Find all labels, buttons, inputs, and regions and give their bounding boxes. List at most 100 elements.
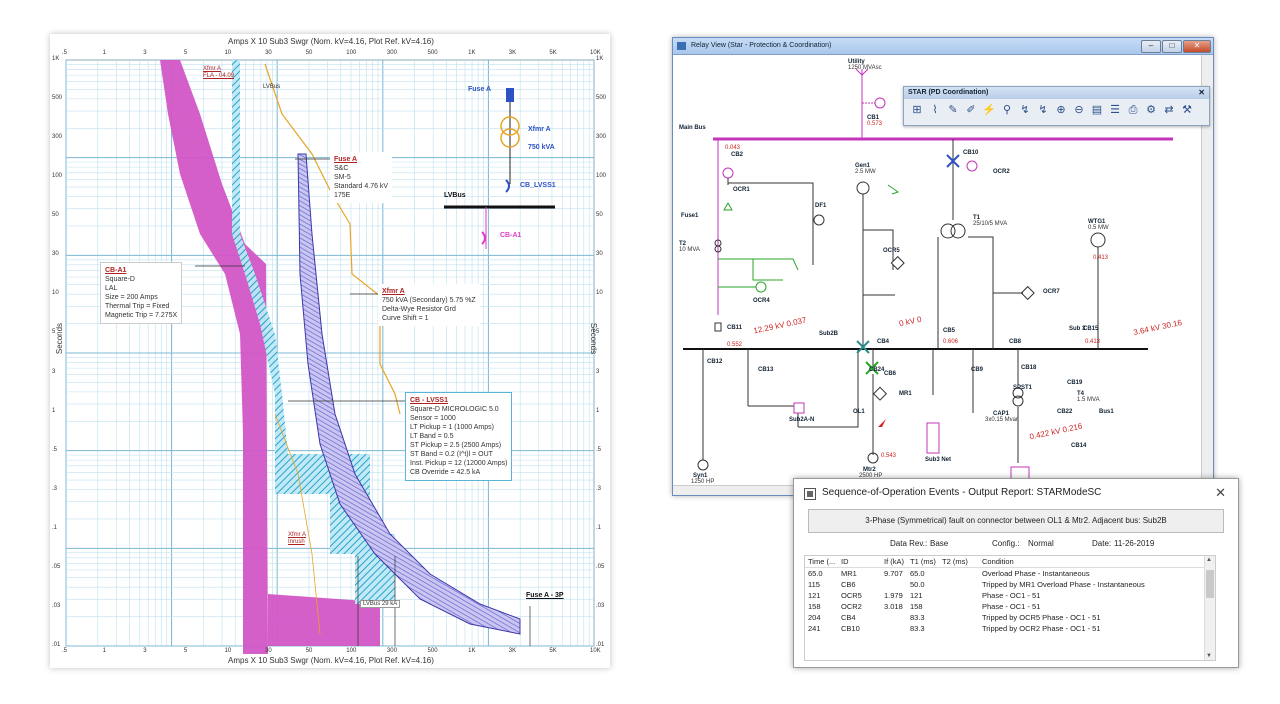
y-tick-label: .1 [52, 524, 58, 531]
ocr7-label: OCR7 [1043, 289, 1060, 295]
vertical-scrollbar[interactable] [1201, 55, 1213, 485]
x-tick-label: 3K [508, 50, 517, 56]
table-cell [942, 623, 982, 634]
cb11-time: 0.552 [727, 342, 743, 348]
table-cell: 65.0 [808, 569, 823, 578]
col-t2[interactable]: T2 (ms) [942, 557, 968, 566]
zoom-out-icon[interactable]: ⊖ [1074, 104, 1084, 116]
y-tick-label: 100 [596, 173, 607, 180]
soe-vertical-scrollbar[interactable]: ▲ ▼ [1204, 556, 1215, 660]
x-tick-label: 300 [386, 648, 397, 654]
xfmr-a-info-line: 750 kVA (Secondary) 5.75 %Z [382, 297, 476, 304]
oneline-cba1-label: CB-A1 [500, 232, 522, 239]
cb-a1-curve [160, 60, 268, 654]
x-tick-label: .5 [62, 50, 68, 56]
table-cell: OCR2 [841, 602, 862, 611]
col-id[interactable]: ID [841, 557, 849, 566]
y-tick-label: 10 [52, 290, 59, 297]
report-icon [804, 488, 816, 500]
cb-lvss1-info-line: Square-D MICROLOGIC 5.0 [410, 406, 499, 413]
col-t1[interactable]: T1 (ms) [910, 557, 936, 566]
cb19-label: CB19 [1067, 380, 1083, 386]
one-line-diagram[interactable]: Utility 1250 MVAsc Main Bus CB1 0.573 CB… [673, 55, 1201, 493]
oneline-bus-label: LVBus [444, 192, 466, 199]
fault2-icon[interactable]: ↯ [1038, 104, 1048, 116]
soe-events-table[interactable]: Time (... ID If (kA) T1 (ms) T2 (ms) Con… [804, 555, 1216, 661]
cb24-label: CB24 [869, 367, 885, 373]
table-cell: 121 [808, 591, 821, 600]
y-tick-label: 10 [596, 290, 603, 297]
report-icon[interactable]: ▤ [1091, 104, 1103, 116]
cap1-label: CAP1 [993, 411, 1010, 417]
fuse-a-info-title: Fuse A [334, 156, 358, 163]
cb-a1-info-line: Magnetic Trip = 7.275X [105, 312, 178, 319]
oneline-cb-label: CB_LVSS1 [520, 182, 556, 189]
main-bus-label: Main Bus [679, 125, 706, 131]
maximize-button[interactable]: □ [1162, 40, 1182, 53]
scroll-down-icon[interactable]: ▼ [1206, 653, 1212, 659]
fuse-a-info-line: S&C [334, 165, 349, 172]
table-cell: 241 [808, 624, 821, 633]
pd-icon[interactable]: ⌇ [932, 104, 938, 116]
cb-a1-info-line: Size = 200 Amps [105, 294, 158, 301]
y-tick-label: .1 [596, 524, 602, 531]
soe-titlebar[interactable]: Sequence-of-Operation Events - Output Re… [794, 479, 1238, 507]
wtg-label: WTG1 [1088, 219, 1106, 225]
col-condition[interactable]: Condition [982, 557, 1014, 566]
oneline-xfmr-label: Xfmr A [528, 126, 551, 133]
print-icon[interactable]: ⎙ [1128, 104, 1138, 116]
minimize-button[interactable]: – [1141, 40, 1161, 53]
config-icon[interactable]: ⚒ [1182, 104, 1192, 116]
table-cell: 83.3 [910, 624, 925, 633]
x-tick-label: 5K [549, 648, 557, 654]
gear-icon[interactable]: ⚙ [1146, 104, 1156, 116]
sub3-net-label: Sub3 Net [925, 457, 952, 463]
sequence-icon[interactable]: ⚡ [982, 104, 996, 116]
gen1-label: Gen1 [855, 163, 871, 169]
x-tick-label: 1K [468, 648, 476, 654]
t1-mva-label: 25/10/5 MVA [973, 221, 1008, 227]
star-toolbar[interactable]: STAR (PD Coordination) ✕ ⊞ ⌇ ✎ ✐ ⚡ ⚲ ↯ ↯ ⊕ ⊖ ▤ ☰ ⎙ ⚙ ⇄… [903, 86, 1210, 126]
zoom-in-icon[interactable]: ⊕ [1056, 104, 1066, 116]
col-if[interactable]: If (kA) [884, 557, 904, 566]
star-toolbar-close-icon[interactable]: ✕ [1198, 88, 1205, 97]
soe-close-icon[interactable]: ✕ [1215, 485, 1226, 500]
list-icon[interactable]: ☰ [1110, 104, 1120, 116]
fault-icon[interactable]: ↯ [1020, 104, 1030, 116]
x-tick-label: .5 [62, 648, 68, 654]
table-cell [884, 623, 910, 634]
scroll-up-icon[interactable]: ▲ [1206, 557, 1212, 563]
x-tick-label: 50 [305, 50, 313, 56]
sub2b-label: Sub2B [819, 331, 839, 337]
close-button[interactable]: ✕ [1183, 40, 1211, 53]
t4-mva-label: 1.5 MVA [1077, 397, 1100, 403]
cb13-label: CB13 [758, 367, 774, 373]
utility-mva-label: 1250 MVAsc [848, 65, 882, 71]
cb10-label: CB10 [963, 150, 979, 156]
pen-icon[interactable]: ✐ [966, 104, 976, 116]
relay-view-titlebar[interactable]: Relay View (Star - Protection & Coordina… [673, 38, 1213, 55]
star-toolbar-titlebar[interactable]: STAR (PD Coordination) ✕ [904, 87, 1209, 99]
zoom-icon[interactable]: ⚲ [1002, 104, 1012, 116]
compare-icon[interactable]: ⇄ [1164, 104, 1174, 116]
sequence-of-operation-window[interactable]: Sequence-of-Operation Events - Output Re… [793, 478, 1239, 668]
fuse-a-info-line: SM-5 [334, 174, 351, 181]
y-tick-label: 500 [52, 95, 63, 102]
table-cell: 158 [808, 602, 821, 611]
cb2-label: CB2 [731, 152, 744, 158]
edit-icon[interactable]: ✎ [948, 104, 958, 116]
cb12-label: CB12 [707, 359, 723, 365]
scroll-thumb[interactable] [1206, 570, 1214, 598]
col-time[interactable]: Time (... [808, 557, 836, 566]
y-tick-label: .05 [52, 563, 61, 570]
table-cell [942, 601, 982, 612]
data-rev-value: Base [930, 539, 949, 548]
fuse-a-info-line: 175E [334, 192, 351, 199]
tcc-icon[interactable]: ⊞ [912, 104, 922, 116]
